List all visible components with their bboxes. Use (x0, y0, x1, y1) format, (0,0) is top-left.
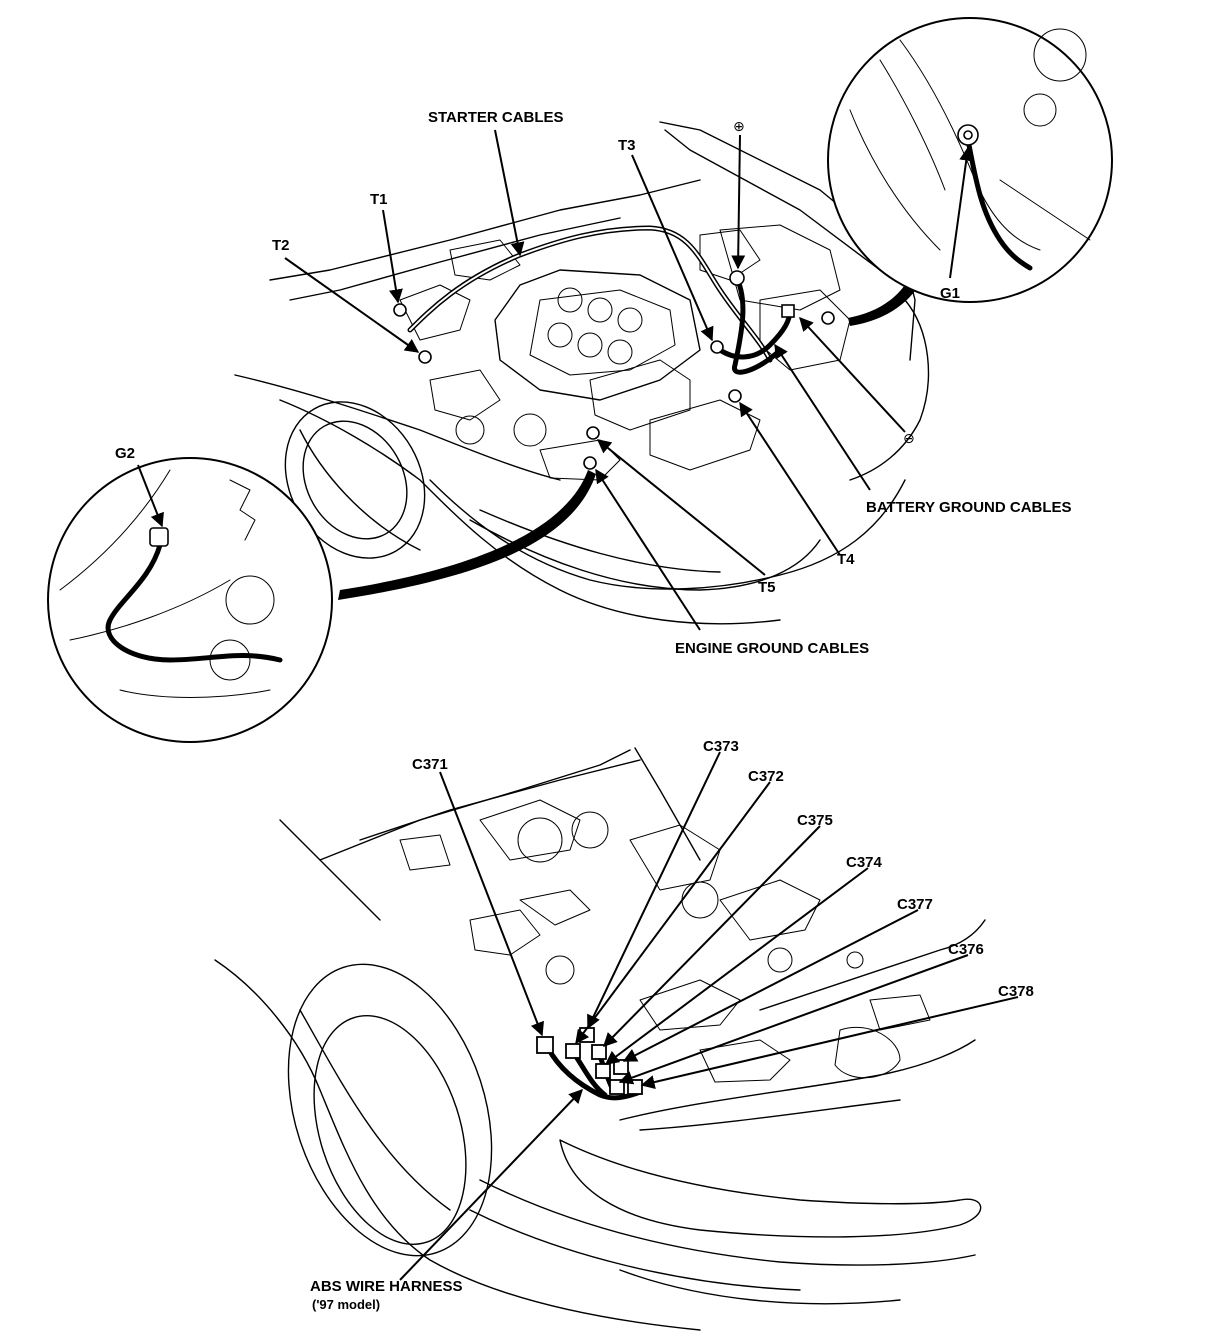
label-g2: G2 (115, 445, 135, 462)
label-g1: G1 (940, 285, 960, 302)
bolt-t5-lower (583, 456, 597, 470)
label-t5: T5 (758, 579, 776, 596)
bolt-t1 (393, 303, 407, 317)
top-leader-lines (137, 129, 974, 631)
label-c375: C375 (797, 812, 833, 829)
connector-c377 (613, 1059, 629, 1075)
bottom-engine-bay-illustration (214, 747, 986, 1331)
bolt-t2 (418, 350, 432, 364)
connector-c378 (627, 1079, 643, 1095)
top-engine-bay-illustration (234, 121, 930, 625)
label-starter-cables: STARTER CABLES (428, 109, 564, 126)
connector-c374 (595, 1063, 611, 1079)
connector-c375 (591, 1044, 607, 1060)
label-c377: C377 (897, 896, 933, 913)
bolt-t3 (710, 340, 724, 354)
label-t1: T1 (370, 191, 388, 208)
label-t3: T3 (618, 137, 636, 154)
label-t4: T4 (837, 551, 855, 568)
g2-detail-callout (47, 457, 596, 743)
label-abs-wire-harness: ABS WIRE HARNESS (310, 1278, 463, 1295)
label-c378: C378 (998, 983, 1034, 1000)
label-abs-model-note: ('97 model) (312, 1297, 380, 1312)
label-c371: C371 (412, 756, 448, 773)
label-engine-ground-cables: ENGINE GROUND CABLES (675, 640, 869, 657)
label-c376: C376 (948, 941, 984, 958)
positive-terminal-icon: ⊕ (733, 119, 745, 135)
label-c373: C373 (703, 738, 739, 755)
bolt-t5 (586, 426, 600, 440)
negative-terminal-icon: ⊖ (903, 431, 915, 447)
label-battery-ground-cables: BATTERY GROUND CABLES (866, 499, 1072, 516)
battery-positive-terminal (729, 270, 745, 286)
g1-detail-callout (827, 17, 1113, 326)
battery-ground-clamp (781, 304, 795, 318)
label-c372: C372 (748, 768, 784, 785)
battery-negative-terminal (821, 311, 835, 325)
connector-c371 (536, 1036, 554, 1054)
label-c374: C374 (846, 854, 883, 871)
bolt-t4 (728, 389, 742, 403)
label-t2: T2 (272, 237, 290, 254)
connector-c372 (565, 1043, 581, 1059)
bottom-leader-lines (399, 751, 1019, 1281)
